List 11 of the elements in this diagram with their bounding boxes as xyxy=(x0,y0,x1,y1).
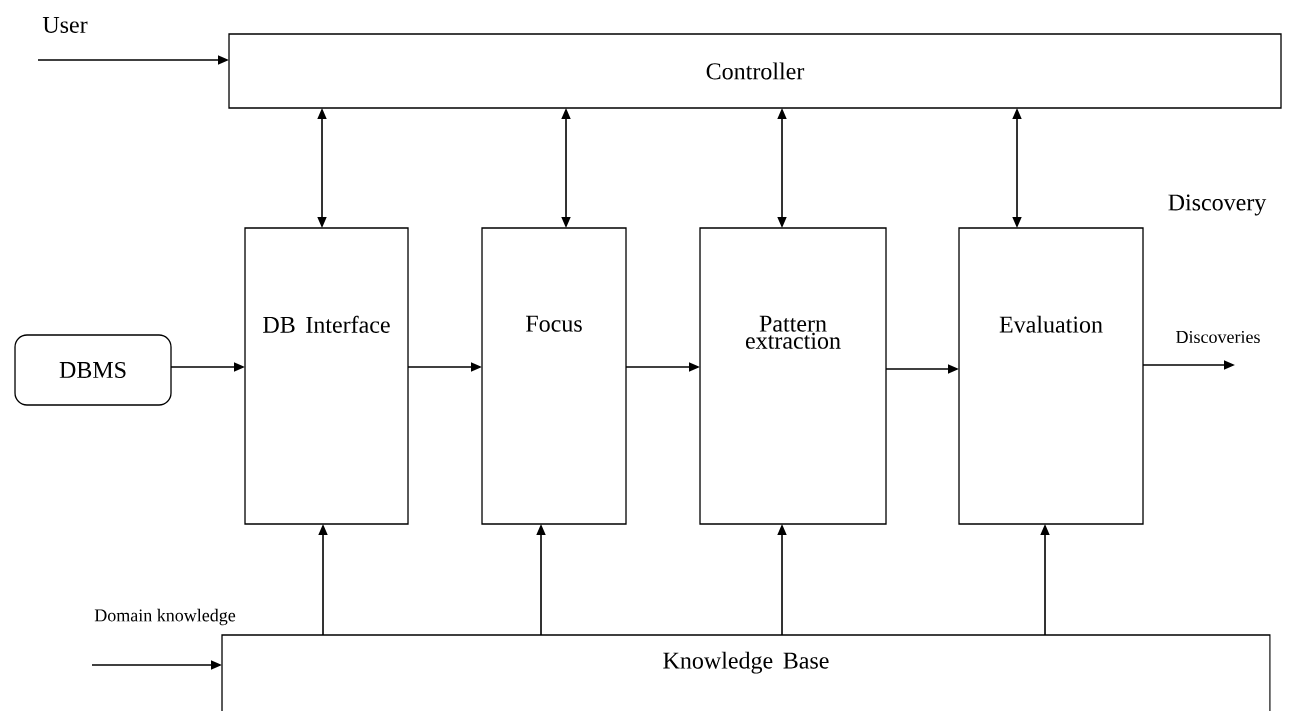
process-box: Controller xyxy=(228,33,1282,109)
edge-label: Discoveries xyxy=(1176,330,1260,344)
process-box: Pattern extraction xyxy=(699,227,887,525)
process-box: Evaluation xyxy=(958,227,1144,525)
edge-label: User xyxy=(42,17,88,33)
rounded-box: DBMS xyxy=(14,334,172,406)
process-box: Focus xyxy=(481,227,627,525)
knowledge-base-box: Knowledge Base xyxy=(221,634,1271,711)
edge-label: Domain knowledge xyxy=(94,608,236,626)
process-box: DB Interface xyxy=(244,227,409,525)
text-label: Discovery xyxy=(1168,194,1267,216)
